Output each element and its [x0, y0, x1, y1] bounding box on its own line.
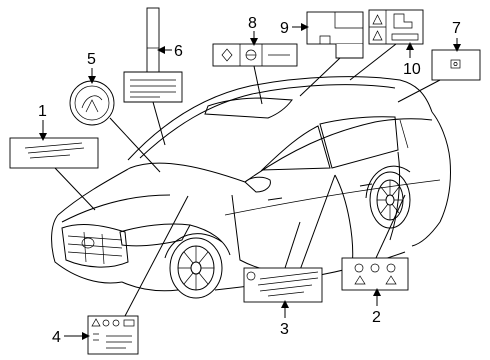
label-10: 10 [349, 9, 424, 81]
callout-10: 10 [403, 61, 421, 78]
callout-4: 4 [52, 329, 61, 346]
label-3: 3 [243, 221, 323, 338]
label-6: 6 [123, 7, 183, 146]
callout-5: 5 [87, 51, 96, 68]
label-1: 1 [9, 103, 99, 211]
label-5: 5 [69, 51, 161, 173]
callout-2: 2 [372, 309, 381, 326]
callout-1: 1 [38, 103, 47, 120]
label-4: 4 [52, 195, 189, 355]
label-8: 8 [212, 15, 298, 105]
callout-7: 7 [452, 20, 461, 37]
callout-6: 6 [174, 43, 183, 60]
callout-9: 9 [280, 20, 289, 37]
warning-triangle-icon [91, 318, 101, 327]
label-2: 2 [341, 194, 409, 326]
callout-3: 3 [280, 321, 289, 338]
sunroof [204, 97, 293, 119]
front-wheel [164, 233, 223, 299]
label-9: 9 [280, 11, 364, 97]
steering-wheel-icon [81, 95, 103, 113]
label-7: 7 [397, 20, 481, 103]
rear-wheel [365, 165, 411, 229]
callout-8: 8 [248, 15, 257, 32]
